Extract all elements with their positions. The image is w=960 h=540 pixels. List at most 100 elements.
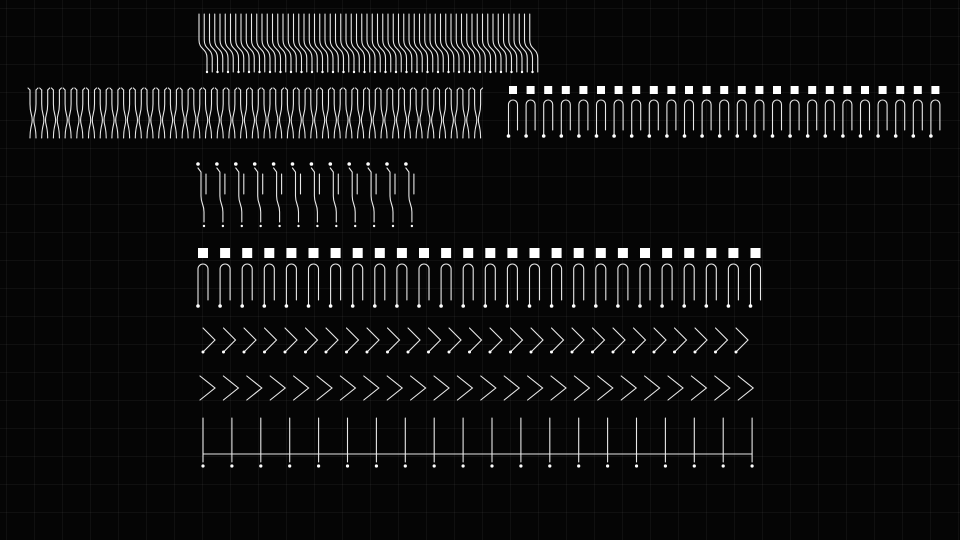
bus-pad <box>405 70 408 74</box>
lead-dot <box>549 304 554 308</box>
comb-dot <box>577 464 581 468</box>
chevron-dot <box>365 350 369 354</box>
bus-pad <box>237 70 240 74</box>
bus-line <box>235 13 245 73</box>
bus-pad <box>520 70 524 74</box>
connector-top-fork <box>261 87 273 91</box>
bus-line <box>471 13 481 73</box>
lead-dot <box>612 134 616 138</box>
bus-line <box>481 13 492 73</box>
bus-line <box>403 13 413 73</box>
chevron <box>410 375 427 401</box>
bus-line <box>361 13 371 73</box>
connector-left-line <box>298 89 302 139</box>
connector-left-line <box>462 89 466 139</box>
u-loop-lead <box>648 99 659 137</box>
chevron <box>644 375 661 401</box>
connector-right-line <box>173 89 177 139</box>
bus-pad <box>289 70 293 74</box>
bus-line <box>502 13 513 73</box>
connector-top-fork <box>343 87 355 91</box>
u-loop-lead <box>842 99 853 137</box>
lead-dot <box>753 134 757 138</box>
wavy-lead <box>254 167 264 223</box>
lead-dot <box>385 162 389 166</box>
bus-line <box>387 13 397 73</box>
connector-right-line <box>138 89 142 139</box>
u-loop-lead <box>418 263 430 307</box>
connector-top-fork <box>39 87 51 91</box>
connector-top-fork <box>390 87 402 91</box>
connector-right-line <box>407 89 411 139</box>
lead-dot <box>262 304 267 308</box>
connector-left-line <box>321 89 326 139</box>
u-loop-lead <box>543 99 554 137</box>
u-loop-lead <box>749 263 762 307</box>
square-pad <box>198 248 208 258</box>
chevron <box>456 375 474 401</box>
bus-pad <box>247 70 251 74</box>
connector-top-fork <box>179 87 191 91</box>
lead-dot <box>483 304 488 308</box>
square-pad <box>597 86 605 94</box>
lead-dot <box>541 134 546 138</box>
bus-line <box>313 13 324 73</box>
square-pad <box>773 86 781 94</box>
connector-left-line <box>146 89 150 139</box>
chevron <box>480 375 497 401</box>
bus-line <box>198 13 208 73</box>
bus-pad <box>268 70 272 74</box>
chevron <box>448 327 462 353</box>
lead-dot <box>893 134 898 138</box>
bus-line <box>345 13 355 73</box>
bus-line <box>413 13 423 73</box>
lead-dot <box>395 304 399 308</box>
chevron <box>386 375 404 401</box>
u-loop-lead <box>639 263 651 307</box>
connector-right-line <box>278 89 283 139</box>
bus-line <box>408 13 418 73</box>
connector-left-line <box>310 89 314 139</box>
square-pad <box>706 248 717 258</box>
chevron-dot <box>324 350 328 354</box>
connector-left-line <box>368 89 373 139</box>
connector-left-line <box>134 89 139 139</box>
bus-line <box>308 13 318 73</box>
square-pad <box>396 248 407 258</box>
row-bulge-connectors <box>27 87 484 139</box>
connector-left-line <box>76 89 80 139</box>
u-loop-lead <box>507 99 519 137</box>
lead-dot <box>594 304 598 308</box>
connector-right-line <box>185 89 189 139</box>
u-loop-lead <box>440 263 452 307</box>
lead-dot <box>929 134 933 138</box>
lead-dot <box>373 304 377 308</box>
chevron <box>667 375 684 401</box>
lead-dot <box>309 162 314 166</box>
bus-line <box>329 13 339 73</box>
square-pad <box>702 86 711 94</box>
wavy-lead <box>235 167 245 223</box>
chevron-dot <box>693 350 697 354</box>
connector-left-line <box>169 89 174 139</box>
connector-right-line <box>290 89 294 139</box>
connector-right-line <box>255 89 259 139</box>
chevron <box>597 375 614 401</box>
chevron <box>222 375 240 401</box>
square-pad <box>640 248 650 258</box>
connector-left-line <box>474 89 478 139</box>
bus-line <box>203 13 213 73</box>
connector-right-line <box>454 89 458 139</box>
chevron-dot <box>304 350 307 354</box>
lead-dot <box>234 162 238 166</box>
chevron <box>243 327 257 353</box>
u-loop-lead <box>705 263 717 307</box>
connector-top-fork <box>202 87 215 91</box>
chevron <box>293 375 310 401</box>
connector-right-line <box>349 89 353 139</box>
bus-line <box>376 13 387 73</box>
bus-line <box>366 13 376 73</box>
comb-dot <box>461 464 465 468</box>
connector-right-line <box>267 89 271 139</box>
chevron <box>316 375 333 401</box>
